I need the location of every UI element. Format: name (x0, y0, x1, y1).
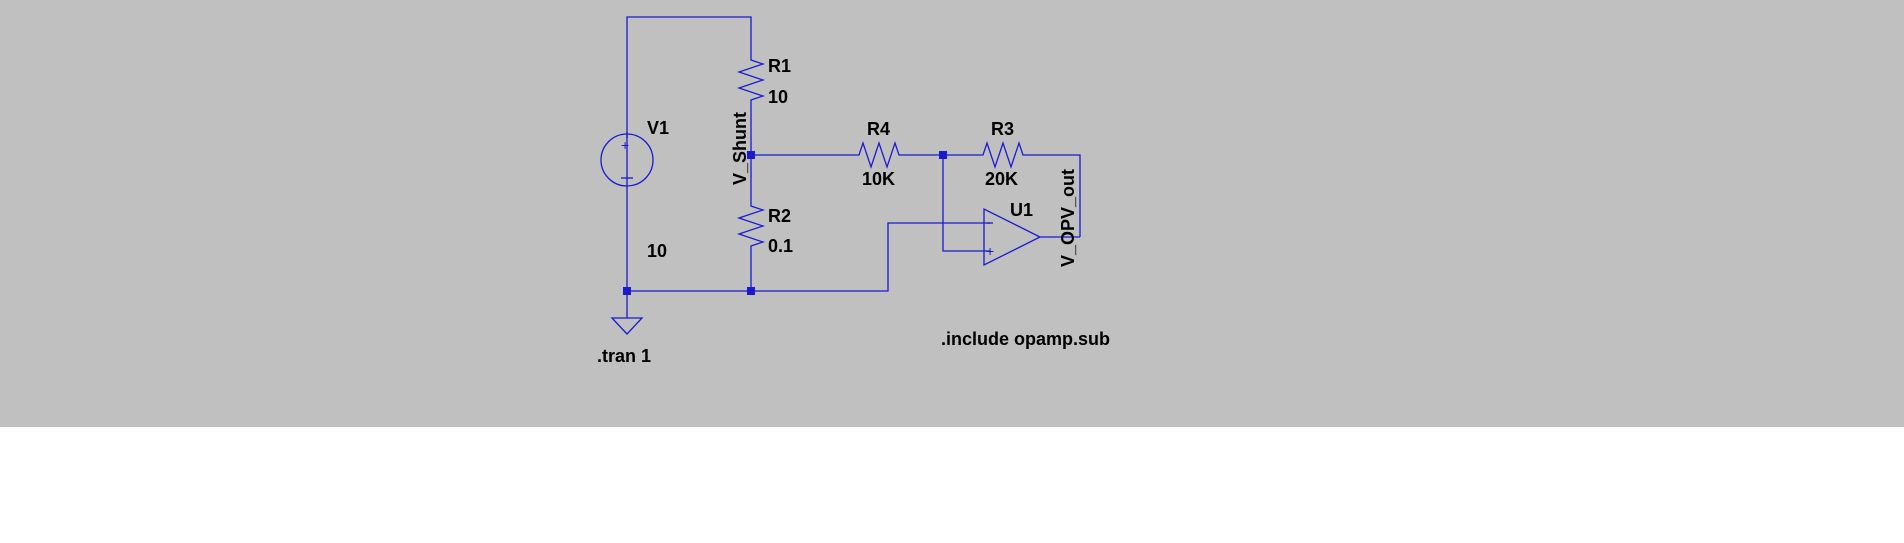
junction-ground (623, 287, 631, 295)
r1-value-label: 10 (768, 87, 788, 107)
net-label-v-shunt: V_Shunt (730, 112, 750, 185)
resistor-r3[interactable] (979, 140, 1029, 170)
r3-value-label: 20K (985, 169, 1018, 189)
r4-value-label: 10K (862, 169, 895, 189)
wire-to-opamp-plus (942, 155, 990, 252)
junction-mid (939, 151, 947, 159)
opamp-u1[interactable]: + (983, 207, 1042, 267)
voltage-source-v1[interactable]: + (600, 132, 654, 187)
r4-name-label: R4 (867, 119, 890, 139)
u1-name-label: U1 (1010, 200, 1033, 220)
wire-top-loop (626, 16, 752, 138)
junction-bottom (747, 287, 755, 295)
r2-value-label: 0.1 (768, 236, 793, 256)
ground-icon (610, 317, 644, 335)
wire-r3-to-output (1029, 154, 1081, 237)
opamp-plus-sign: + (986, 243, 994, 259)
v1-value-label: 10 (647, 241, 667, 261)
wire-to-opamp-minus (751, 222, 990, 292)
include-directive[interactable]: .include opamp.sub (941, 329, 1110, 349)
r2-name-label: R2 (768, 206, 791, 226)
schematic-svg: + + V1 10 R1 10 R2 0.1 R4 10K R3 20K U1 … (597, 16, 1110, 366)
schematic-canvas[interactable]: + + V1 10 R1 10 R2 0.1 R4 10K R3 20K U1 … (0, 0, 1904, 427)
resistor-r1[interactable] (736, 56, 766, 104)
resistor-r4[interactable] (855, 140, 905, 170)
resistor-r2[interactable] (736, 202, 766, 254)
v1-plus-sign: + (621, 137, 629, 153)
wires (626, 16, 1081, 318)
net-label-v-opv-out: V_OPV_out (1058, 169, 1078, 267)
tran-directive[interactable]: .tran 1 (597, 346, 651, 366)
junction-shunt (747, 151, 755, 159)
r3-name-label: R3 (991, 119, 1014, 139)
junctions (623, 151, 947, 295)
v1-name-label: V1 (647, 118, 669, 138)
r1-name-label: R1 (768, 56, 791, 76)
